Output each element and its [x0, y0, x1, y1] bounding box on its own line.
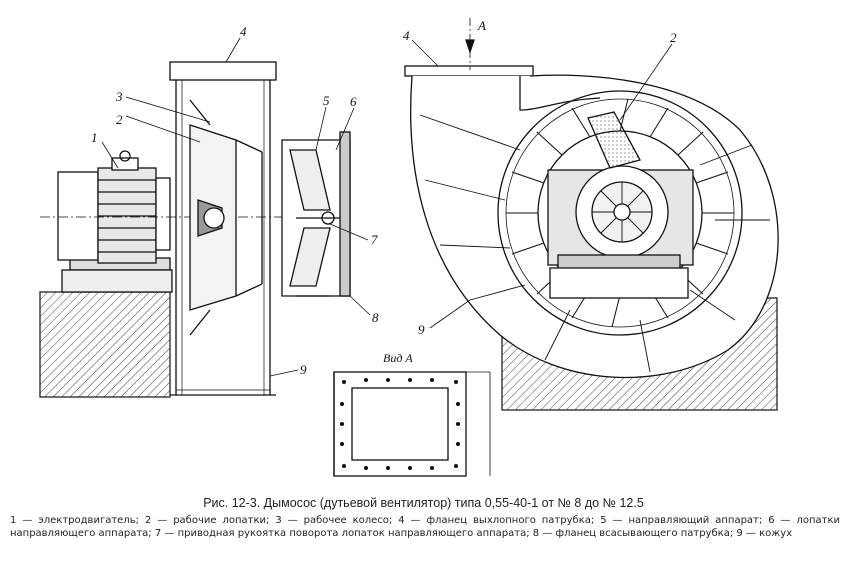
- leader-lines-right: [411, 39, 673, 329]
- callout-7: 7: [371, 232, 378, 247]
- legend-item: 8 — фланец всасывающего патрубка;: [532, 528, 734, 539]
- figure-caption: Рис. 12-3. Дымосос (дутьевой вентилятор)…: [203, 496, 644, 510]
- legend-item: 5 — направляющий аппарат;: [600, 515, 763, 526]
- legend-item: 9 — кожух: [736, 528, 793, 539]
- legend-item: 1 — электродвигатель;: [10, 515, 139, 526]
- section-arrow-a-label: A: [477, 18, 486, 33]
- front-view: [404, 18, 779, 411]
- callout-1: 1: [91, 130, 98, 145]
- callout-4: 4: [240, 24, 247, 39]
- callout-right-4: 4: [403, 28, 410, 43]
- view-a-flange: [333, 371, 491, 477]
- legend-item: 2 — рабочие лопатки;: [144, 515, 270, 526]
- callout-5: 5: [323, 93, 330, 108]
- figure-legend: 1 — электродвигатель; 2 — рабочие лопатк…: [10, 514, 840, 540]
- leader-lines-left: [101, 37, 371, 377]
- callout-9: 9: [300, 362, 307, 377]
- side-section-view: [39, 37, 371, 398]
- electric-motor: [57, 150, 171, 264]
- impeller-outer: [497, 90, 743, 336]
- callout-8: 8: [372, 310, 379, 325]
- outlet-flange: [404, 65, 534, 77]
- foundation-left: [39, 291, 171, 398]
- inlet-hub: [547, 165, 694, 299]
- guide-apparatus-side: [281, 131, 351, 297]
- legend-item: 4 — фланец выхлопного патрубка;: [398, 515, 595, 526]
- callout-right-9: 9: [418, 322, 425, 337]
- technical-drawing: 1 2 3 4 5 6 7 8 9 4 2 9 A Вид А: [39, 18, 779, 477]
- callout-6: 6: [350, 94, 357, 109]
- impeller-side: [189, 99, 263, 336]
- legend-item: 6 — лопатки направляющего аппарата;: [10, 515, 841, 539]
- view-a-label: Вид А: [383, 351, 413, 365]
- legend-item: 3 — рабочее колесо;: [275, 515, 393, 526]
- casing-side: [169, 61, 277, 396]
- legend-item: 7 — приводная рукоятка поворота лопаток …: [154, 528, 530, 539]
- callout-right-2: 2: [670, 30, 677, 45]
- callouts: 1 2 3 4 5 6 7 8 9 4 2 9 A Вид А: [91, 18, 677, 377]
- callout-3: 3: [115, 89, 123, 104]
- callout-2: 2: [116, 112, 123, 127]
